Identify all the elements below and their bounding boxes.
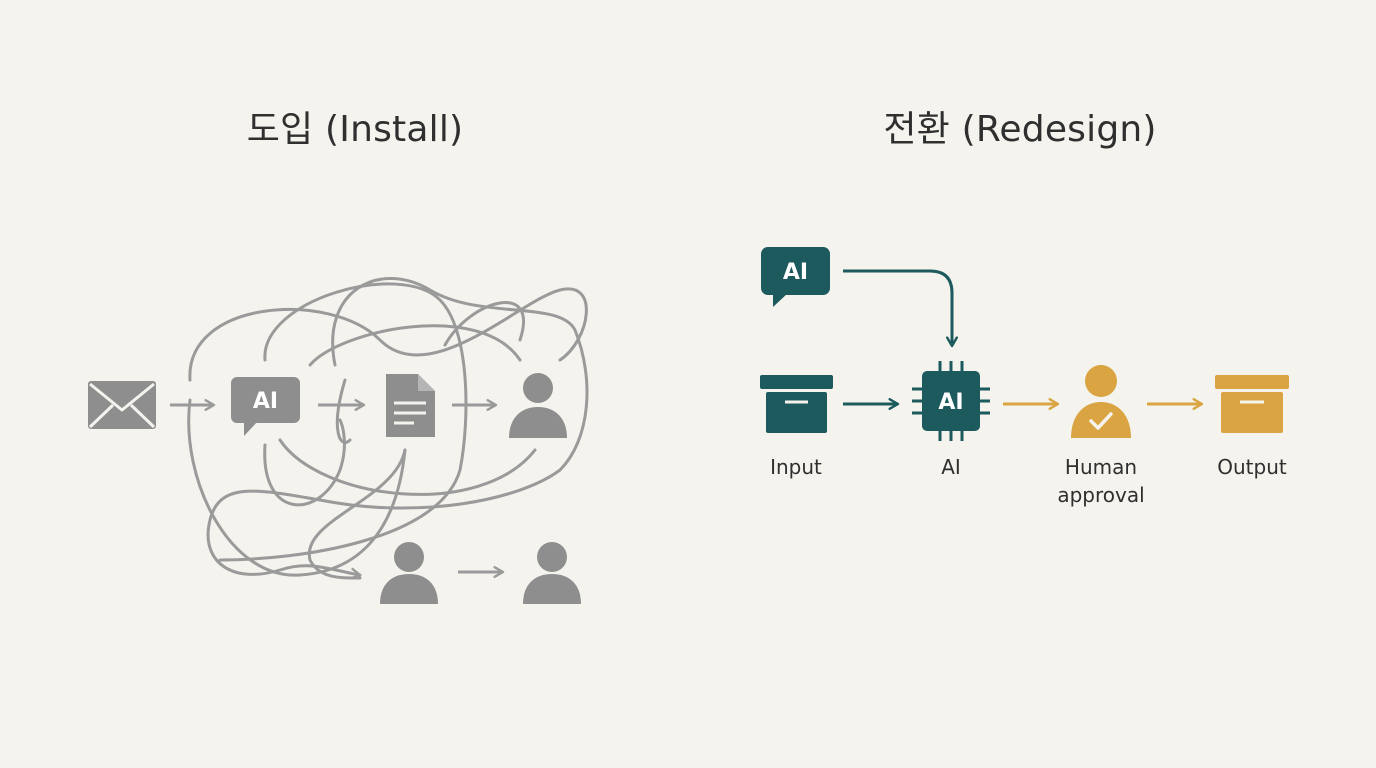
tangle-line	[307, 448, 407, 580]
install-ai-badge-label: AI	[253, 389, 278, 414]
tangle-line	[218, 282, 468, 562]
tangle-line	[278, 438, 537, 496]
chip-icon: AI	[912, 361, 990, 441]
step-label-human: Human	[1065, 455, 1137, 479]
ai-chat-bubble-icon: AI	[761, 247, 830, 307]
ai-chat-bubble-icon: AI	[231, 377, 300, 436]
archive-box-icon	[760, 375, 833, 433]
step-label-approval: approval	[1057, 483, 1144, 507]
install-tangle-lines	[187, 277, 589, 580]
person-icon	[523, 542, 581, 604]
tangle-line	[335, 378, 352, 444]
tangle-line	[206, 277, 589, 580]
person-icon	[380, 542, 438, 604]
step-label-input: Input	[770, 455, 822, 479]
feedback-arrow-icon	[843, 269, 958, 348]
tangle-line	[263, 418, 346, 507]
person-check-icon	[1071, 365, 1131, 438]
redesign-ai-chip-label: AI	[938, 390, 963, 415]
tangle-line	[188, 287, 588, 382]
envelope-icon	[88, 381, 156, 429]
step-label-ai: AI	[941, 455, 961, 479]
person-icon	[509, 373, 567, 438]
tangle-line	[187, 398, 407, 577]
archive-box-icon	[1215, 375, 1289, 433]
step-label-output: Output	[1217, 455, 1287, 479]
redesign-ai-bubble-label: AI	[783, 260, 808, 285]
install-panel-title: 도입 (Install)	[246, 109, 464, 150]
redesign-panel-title: 전환 (Redesign)	[883, 109, 1157, 150]
document-icon	[386, 374, 435, 437]
tangle-line	[443, 301, 525, 347]
tangle-line	[308, 324, 522, 367]
